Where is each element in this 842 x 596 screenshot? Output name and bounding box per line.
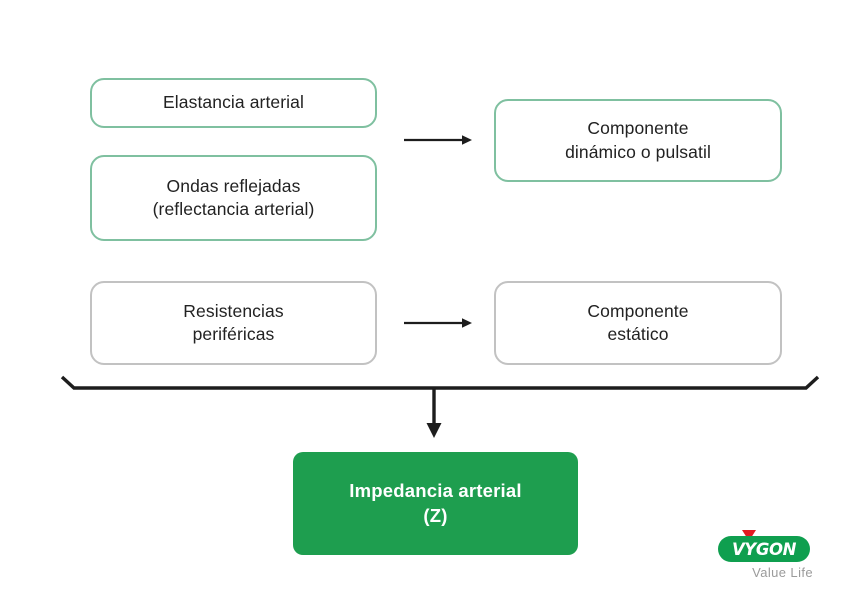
- node-componente-estatico: Componente estático: [494, 281, 782, 365]
- node-ondas-reflejadas: Ondas reflejadas (reflectancia arterial): [90, 155, 377, 241]
- node-resistencias-perifericas: Resistencias periféricas: [90, 281, 377, 365]
- logo-pill: VYGON: [718, 536, 810, 562]
- node-componente-dinamico: Componente dinámico o pulsatil: [494, 99, 782, 182]
- node-label: Elastancia arterial: [163, 92, 304, 113]
- logo-tagline: Value Life: [752, 565, 813, 580]
- node-impedancia-arterial: Impedancia arterial (Z): [293, 452, 578, 555]
- arrow-right-icon-top: [404, 135, 472, 145]
- logo-wordmark: VYGON: [731, 539, 797, 559]
- node-label: Impedancia arterial (Z): [349, 479, 522, 526]
- arrow-right-icon-bottom: [404, 318, 472, 328]
- node-elastancia-arterial: Elastancia arterial: [90, 78, 377, 128]
- node-label: Resistencias periféricas: [183, 300, 284, 344]
- brace-icon-with-down-arrow: [60, 375, 820, 438]
- node-label: Componente estático: [587, 300, 689, 344]
- node-label: Componente dinámico o pulsatil: [565, 118, 711, 162]
- logo-triangle-icon: [742, 530, 756, 541]
- node-label: Ondas reflejadas (reflectancia arterial): [152, 175, 315, 219]
- vygon-logo: VYGON Value Life: [700, 530, 832, 586]
